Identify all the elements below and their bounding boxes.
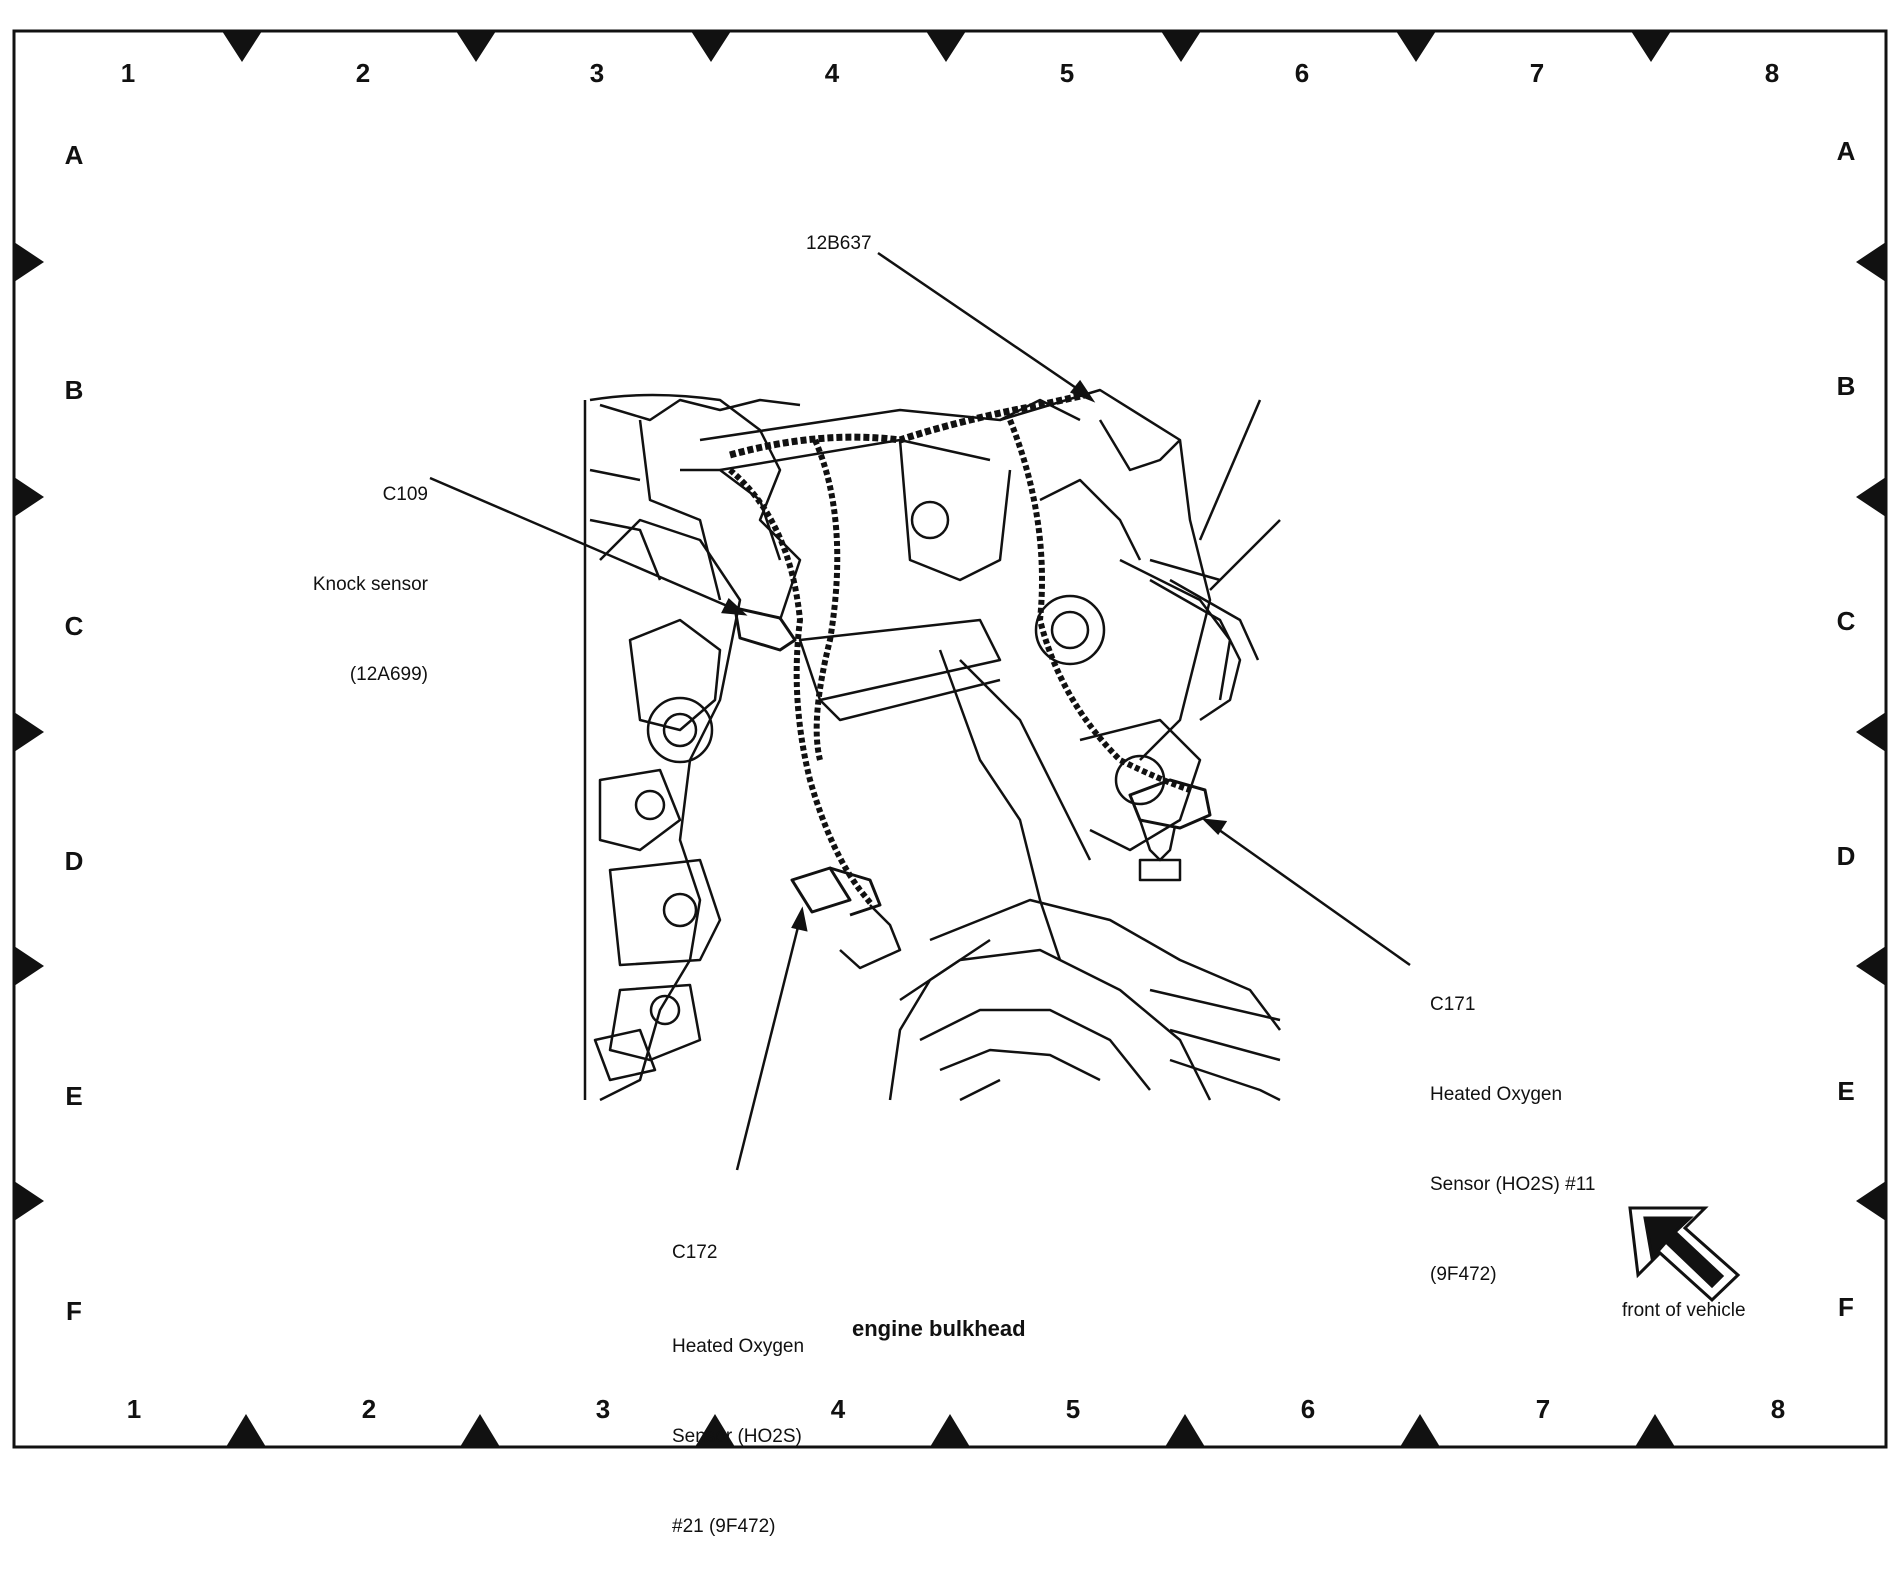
- column-label-5-top: 5: [1059, 58, 1075, 88]
- grid-marker: [460, 1414, 500, 1447]
- diagram-border: [12, 29, 1888, 1449]
- column-label-8-top: 8: [1764, 58, 1780, 88]
- grid-marker: [691, 31, 731, 62]
- column-label-4-bottom: 4: [830, 1394, 846, 1424]
- row-label-b-right: B: [1836, 371, 1856, 401]
- grid-marker: [1396, 31, 1436, 62]
- grid-marker: [1631, 31, 1671, 62]
- callout-c172-line1: Heated Oxygen: [672, 1336, 805, 1357]
- front-of-vehicle-arrow-icon: [1628, 1206, 1741, 1303]
- grid-marker: [14, 1181, 44, 1221]
- grid-marker: [1856, 242, 1886, 282]
- bottom-grid-markers: [226, 1414, 1675, 1447]
- row-label-f-right: F: [1838, 1292, 1854, 1322]
- callout-c109-name: Knock sensor: [312, 574, 428, 595]
- callout-c109-part: (12A699): [349, 664, 428, 685]
- leader-c172: [735, 922, 801, 1171]
- column-label-2-top: 2: [355, 58, 371, 88]
- column-label-6-bottom: 6: [1300, 1394, 1316, 1424]
- grid-marker: [1856, 946, 1886, 986]
- callout-c171: C171 Heated Oxygen Sensor (HO2S) #11 (9F…: [1430, 930, 1595, 1320]
- row-label-c-left: C: [64, 611, 84, 641]
- grid-marker: [1165, 1414, 1205, 1447]
- callout-c172-line2: Sensor (HO2S): [672, 1426, 802, 1447]
- callout-c172-id: C172: [672, 1242, 718, 1263]
- leader-c171-arrow: [1201, 818, 1228, 835]
- grid-marker: [1161, 31, 1201, 62]
- top-grid-markers: [222, 31, 1671, 62]
- row-label-e-right: E: [1837, 1076, 1855, 1106]
- grid-marker: [14, 712, 44, 752]
- grid-marker: [695, 1414, 735, 1447]
- column-label-3-bottom: 3: [595, 1394, 611, 1424]
- grid-marker: [14, 242, 44, 282]
- grid-marker: [226, 1414, 266, 1447]
- grid-marker: [14, 477, 44, 517]
- grid-marker: [1856, 712, 1886, 752]
- leader-12b637-arrow: [1069, 379, 1096, 403]
- grid-marker: [1856, 477, 1886, 517]
- callout-c171-line2: Sensor (HO2S) #11: [1430, 1174, 1596, 1195]
- diagram-canvas: [12, 29, 1888, 1449]
- engine-illustration: [583, 388, 1281, 1102]
- leader-c109-arrow: [721, 597, 748, 616]
- leader-12b637: [877, 251, 1083, 394]
- callout-12b637: 12B637: [806, 233, 872, 254]
- callout-c109: C109 Knock sensor (12A699): [240, 420, 428, 720]
- grid-marker: [1856, 1181, 1886, 1221]
- leader-c109: [429, 476, 733, 610]
- leader-c172-arrow: [791, 906, 808, 932]
- right-grid-markers: [1856, 242, 1886, 1221]
- row-label-e-left: E: [65, 1081, 83, 1111]
- callout-c172-line3: #21 (9F472): [672, 1516, 776, 1537]
- grid-marker: [930, 1414, 970, 1447]
- row-label-a-left: A: [64, 140, 84, 170]
- callout-c171-part: (9F472): [1430, 1264, 1497, 1285]
- callout-c172: C172 Heated Oxygen Sensor (HO2S) #21 (9F…: [672, 1178, 804, 1572]
- column-label-1-top: 1: [120, 58, 136, 88]
- grid-marker: [926, 31, 966, 62]
- callout-c109-id: C109: [382, 484, 428, 505]
- grid-marker: [456, 31, 496, 62]
- callout-c171-id: C171: [1430, 994, 1476, 1015]
- row-label-d-left: D: [64, 846, 84, 876]
- grid-marker: [1635, 1414, 1675, 1447]
- row-label-a-right: A: [1836, 136, 1856, 166]
- column-label-8-bottom: 8: [1770, 1394, 1786, 1424]
- grid-marker: [222, 31, 262, 62]
- row-label-f-left: F: [66, 1296, 82, 1326]
- grid-marker: [1400, 1414, 1440, 1447]
- column-label-3-top: 3: [589, 58, 605, 88]
- callout-c171-line1: Heated Oxygen: [1430, 1084, 1563, 1105]
- column-label-1-bottom: 1: [126, 1394, 142, 1424]
- grid-marker: [14, 946, 44, 986]
- engine-bulkhead-label: engine bulkhead: [852, 1316, 1026, 1341]
- column-label-6-top: 6: [1294, 58, 1310, 88]
- front-of-vehicle-label: front of vehicle: [1622, 1300, 1746, 1321]
- row-label-b-left: B: [64, 375, 84, 405]
- left-grid-markers: [14, 242, 44, 1221]
- column-label-2-bottom: 2: [361, 1394, 377, 1424]
- leader-lines: [429, 251, 1411, 1171]
- column-label-7-top: 7: [1529, 58, 1545, 88]
- leader-c171: [1214, 825, 1411, 967]
- row-label-d-right: D: [1836, 841, 1856, 871]
- column-label-4-top: 4: [824, 58, 840, 88]
- column-label-7-bottom: 7: [1535, 1394, 1551, 1424]
- row-label-c-right: C: [1836, 606, 1856, 636]
- column-label-5-bottom: 5: [1065, 1394, 1081, 1424]
